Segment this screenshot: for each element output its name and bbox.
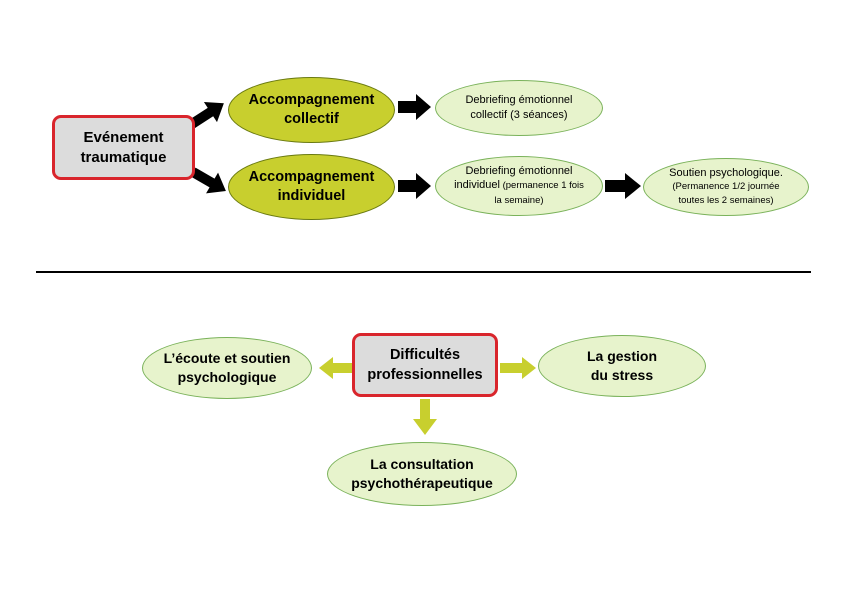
arrow-to-right xyxy=(500,357,536,379)
oval-individual-support: Accompagnement individuel xyxy=(228,154,395,220)
debrief-individual-text: Debriefing émotionnel individuel (perman… xyxy=(454,164,584,208)
arrow-to-left xyxy=(319,357,355,379)
oval-psych-support: Soutien psychologique. (Permanence 1/2 j… xyxy=(643,158,809,216)
support-main: Soutien psychologique. xyxy=(669,167,783,179)
source-box-traumatic-event: Evénement traumatique xyxy=(52,115,195,180)
oval-stress-management: La gestion du stress xyxy=(538,335,706,397)
oval-listening-support: L’écoute et soutien psychologique xyxy=(142,337,312,399)
arrow-to-collective xyxy=(189,101,224,129)
section-divider xyxy=(36,271,811,273)
debrief-collective-label: Debriefing émotionnel collectif (3 séanc… xyxy=(465,94,573,121)
debrief-individual-main: Debriefing émotionnel individuel xyxy=(454,165,573,191)
center-label: Difficultés professionnelles xyxy=(367,347,483,383)
arrow-to-down xyxy=(413,399,437,435)
left-label: L’écoute et soutien psychologique xyxy=(163,350,291,385)
oval-debrief-individual: Debriefing émotionnel individuel (perman… xyxy=(435,156,603,216)
oval-collective-support: Accompagnement collectif xyxy=(228,77,395,143)
collective-label: Accompagnement collectif xyxy=(248,92,375,127)
arrow-collective-to-debrief xyxy=(398,94,431,120)
support-note: (Permanence 1/2 journée toutes les 2 sem… xyxy=(672,181,780,206)
oval-psychotherapy-consultation: La consultation psychothérapeutique xyxy=(327,442,517,506)
debrief-individual-note: (permanence 1 fois la semaine) xyxy=(494,180,584,206)
down-label: La consultation psychothérapeutique xyxy=(351,456,493,491)
right-label: La gestion du stress xyxy=(586,348,657,383)
arrow-individual-to-debrief xyxy=(398,173,431,199)
oval-debrief-collective: Debriefing émotionnel collectif (3 séanc… xyxy=(435,80,603,136)
source-label: Evénement traumatique xyxy=(80,128,167,166)
center-box-professional-difficulties: Difficultés professionnelles xyxy=(352,333,498,397)
individual-label: Accompagnement individuel xyxy=(248,169,375,204)
arrow-to-individual xyxy=(190,167,226,194)
arrow-debrief-to-support xyxy=(605,173,641,199)
